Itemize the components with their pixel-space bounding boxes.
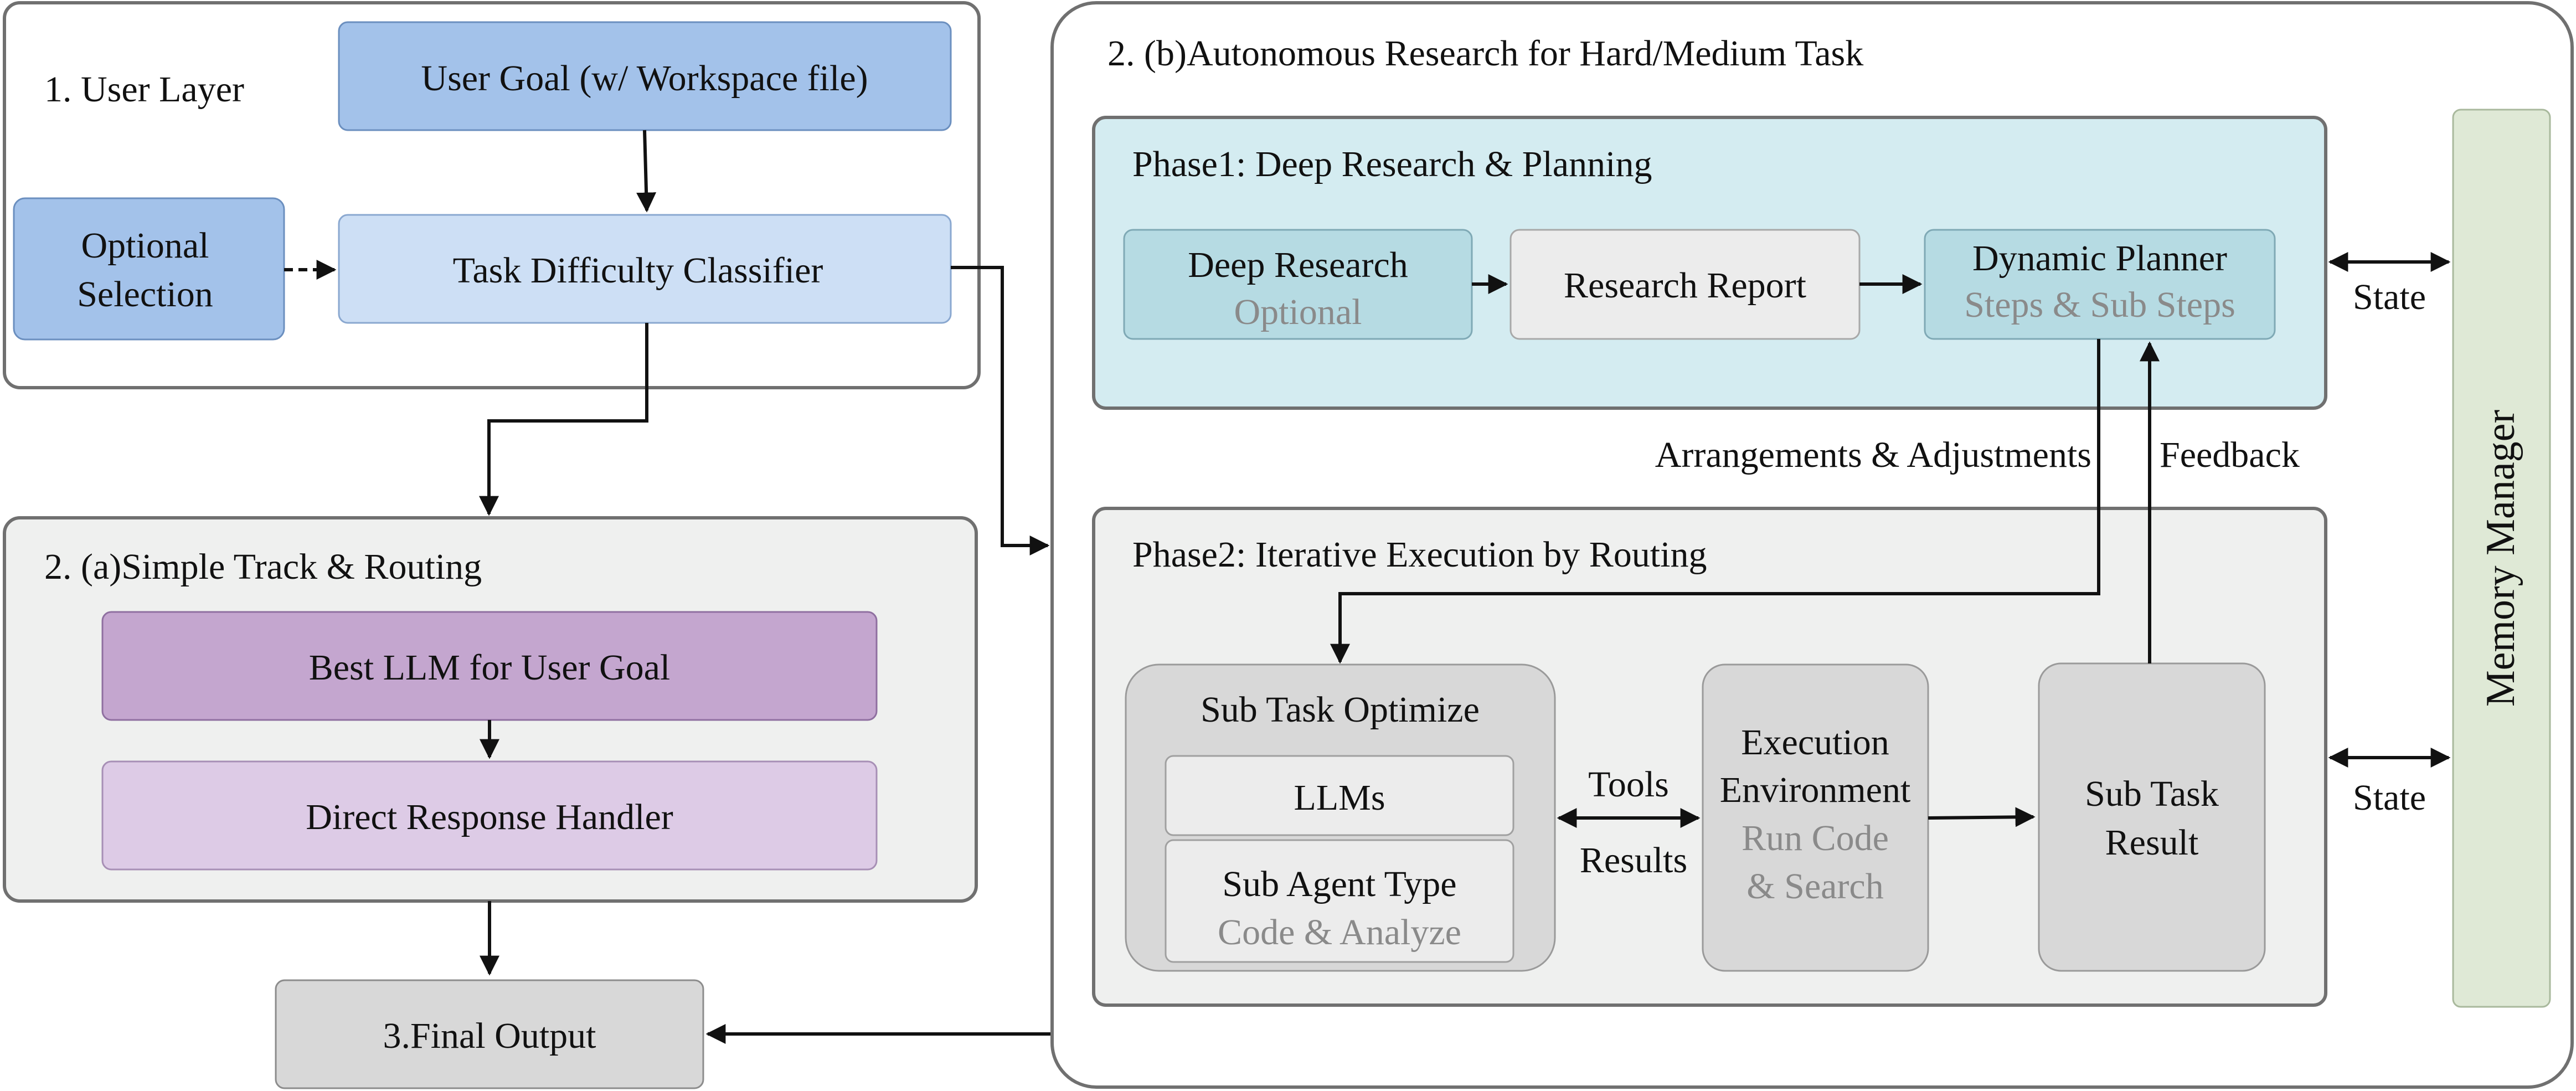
sub-task-result-label-line2: Result (2105, 822, 2199, 863)
arrangements-label: Arrangements & Adjustments (1655, 435, 2091, 475)
state-label-phase1: State (2353, 277, 2426, 317)
arrow-classifier-to-autonomous (951, 266, 1050, 555)
direct-response-box: Direct Response Handler (101, 760, 878, 871)
deep-research-box: Deep Research Optional (1123, 229, 1473, 340)
state-label-phase2: State (2353, 778, 2426, 818)
llms-box: LLMs (1165, 755, 1514, 836)
execution-environment-label-line2: Environment (1720, 770, 1911, 810)
optional-selection-box: Optional Selection (13, 197, 285, 341)
research-report-box: Research Report (1509, 229, 1861, 340)
execution-environment-sublabel-line2: & Search (1746, 866, 1883, 907)
arrow-classifier-to-simple-track (479, 323, 648, 516)
phase2-title: Phase2: Iterative Execution by Routing (1132, 534, 1707, 575)
phase1-title: Phase1: Deep Research & Planning (1132, 144, 1652, 184)
user-layer-title: 1. User Layer (44, 69, 244, 110)
sub-task-optimize-label: Sub Task Optimize (1201, 689, 1480, 730)
user-goal-box: User Goal (w/ Workspace file) (338, 21, 952, 131)
task-difficulty-classifier-label: Task Difficulty Classifier (453, 250, 823, 291)
arrow-goal-to-classifier (636, 130, 657, 213)
deep-research-label: Deep Research (1188, 245, 1408, 285)
final-output-box: 3.Final Output (275, 979, 704, 1089)
llms-label: LLMs (1294, 778, 1385, 818)
sub-agent-type-label: Sub Agent Type (1222, 864, 1456, 904)
best-llm-box: Best LLM for User Goal (101, 611, 878, 721)
user-goal-label: User Goal (w/ Workspace file) (421, 58, 868, 99)
dynamic-planner-sublabel: Steps & Sub Steps (1964, 285, 2235, 325)
research-report-label: Research Report (1564, 265, 1806, 306)
deep-research-sublabel: Optional (1234, 292, 1362, 332)
results-label: Results (1580, 840, 1687, 881)
simple-track-title: 2. (a)Simple Track & Routing (44, 547, 482, 587)
execution-environment-sublabel-line1: Run Code (1742, 818, 1889, 858)
tools-label: Tools (1588, 764, 1669, 805)
execution-environment-label-line1: Execution (1741, 722, 1889, 763)
dynamic-planner-box: Dynamic Planner Steps & Sub Steps (1924, 229, 2276, 340)
memory-manager-label: Memory Manager (2478, 410, 2523, 707)
optional-selection-label-line1: Optional (81, 225, 209, 266)
execution-environment-box: Execution Environment Run Code & Search (1702, 663, 1929, 972)
best-llm-label: Best LLM for User Goal (309, 647, 671, 688)
task-difficulty-classifier-box: Task Difficulty Classifier (338, 214, 952, 324)
sub-agent-type-sublabel: Code & Analyze (1218, 912, 1461, 953)
direct-response-label: Direct Response Handler (306, 797, 673, 837)
sub-task-result-label-line1: Sub Task (2085, 774, 2219, 814)
autonomous-title: 2. (b)Autonomous Research for Hard/Mediu… (1107, 33, 1863, 74)
memory-manager-box: Memory Manager (2452, 109, 2551, 1008)
optional-selection-label-line2: Selection (77, 274, 213, 315)
sub-task-result-box: Sub Task Result (2038, 662, 2266, 972)
arrow-execution-to-result (1928, 807, 2036, 827)
sub-agent-type-box: Sub Agent Type Code & Analyze (1165, 839, 1514, 963)
final-output-label: 3.Final Output (383, 1016, 596, 1056)
arrow-planner-to-subtask-optimize (1330, 339, 2100, 664)
feedback-label: Feedback (2160, 435, 2300, 475)
dynamic-planner-label: Dynamic Planner (1972, 238, 2227, 279)
